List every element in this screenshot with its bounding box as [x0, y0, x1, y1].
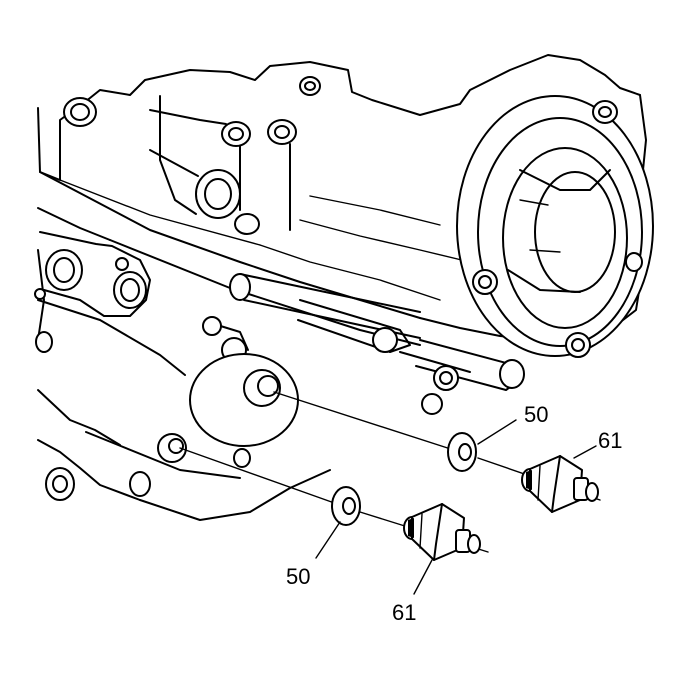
upper-boss-cluster [63, 76, 321, 235]
callout-washer-lower: 50 [286, 564, 310, 589]
sensor-port-lower [45, 431, 251, 501]
left-mount-bracket [34, 231, 151, 353]
washer-lower [331, 486, 361, 526]
sensor-lower [403, 503, 481, 561]
sensor-port-upper [189, 353, 299, 447]
washer-upper [447, 432, 477, 472]
engine-block-housing [37, 54, 647, 521]
callout-sensor-upper: 61 [598, 428, 622, 453]
sensor-upper [521, 455, 599, 513]
callout-sensor-lower: 61 [392, 600, 416, 625]
callout-washer-upper: 50 [524, 402, 548, 427]
callout-leaders [315, 419, 597, 595]
circular-cover [456, 95, 654, 358]
